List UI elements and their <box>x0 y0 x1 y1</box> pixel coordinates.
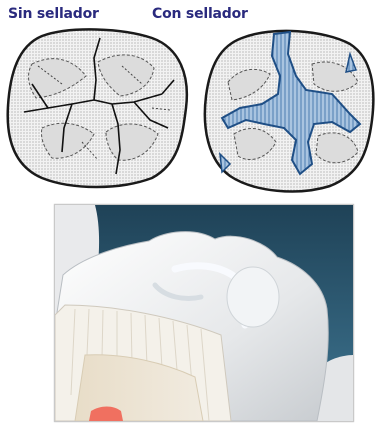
tooth-with-sealant-diagram <box>200 24 377 196</box>
label-without-sealant: Sin sellador <box>8 6 99 22</box>
tooth-outline <box>8 29 187 187</box>
sealed-molar-photo <box>54 204 354 422</box>
tooth-without-sealant-diagram <box>2 24 192 192</box>
label-with-sealant: Con sellador <box>152 6 248 22</box>
